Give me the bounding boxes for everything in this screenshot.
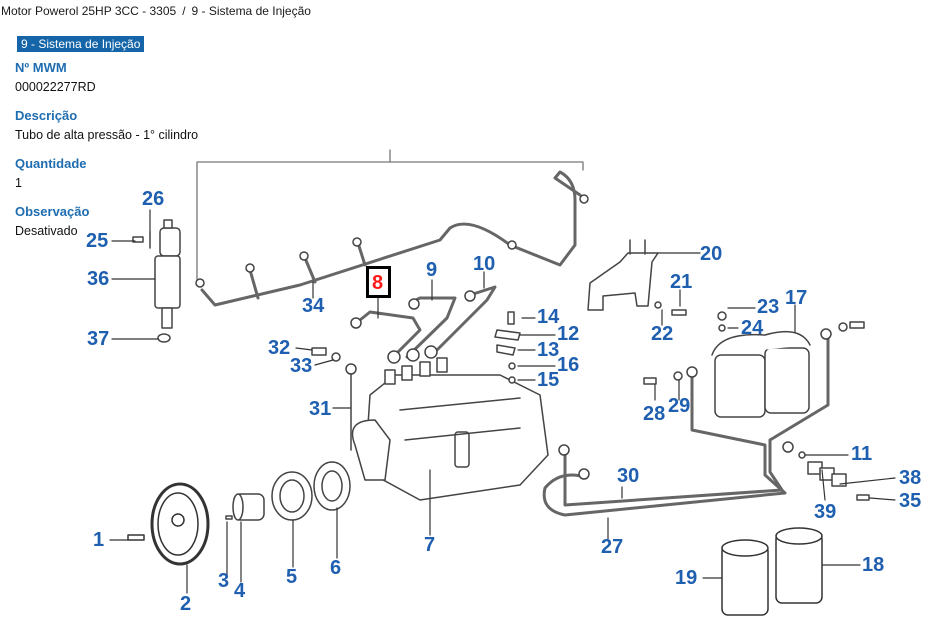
callout-38[interactable]: 38 bbox=[899, 467, 922, 489]
callout-1[interactable]: 1 bbox=[93, 529, 105, 551]
breadcrumb-separator: / bbox=[182, 4, 186, 18]
callout-39[interactable]: 39 bbox=[814, 501, 837, 523]
filter-element-19 bbox=[721, 539, 769, 616]
callout-25[interactable]: 25 bbox=[86, 230, 109, 252]
callout-24[interactable]: 24 bbox=[741, 317, 764, 339]
leader-lines bbox=[109, 209, 896, 594]
callout-20[interactable]: 20 bbox=[700, 243, 723, 265]
filter-element-18 bbox=[775, 527, 823, 604]
breadcrumb-item-section[interactable]: 9 - Sistema de Injeção bbox=[191, 4, 311, 18]
pipe-nut bbox=[195, 194, 589, 288]
part-number-label: Nº MWM bbox=[15, 60, 67, 75]
observation-value: Desativado bbox=[15, 224, 78, 238]
callout-22[interactable]: 22 bbox=[651, 323, 674, 345]
callout-3[interactable]: 3 bbox=[218, 570, 230, 592]
injector-36 bbox=[132, 219, 181, 343]
hub-4 bbox=[225, 493, 265, 521]
callout-6[interactable]: 6 bbox=[330, 557, 342, 579]
callout-27[interactable]: 27 bbox=[601, 536, 624, 558]
selected-part-highlight bbox=[366, 266, 391, 298]
callout-8[interactable]: 8 bbox=[372, 272, 384, 294]
callout-15[interactable]: 15 bbox=[537, 369, 560, 391]
return-pipe-34 bbox=[200, 170, 582, 307]
callout-18[interactable]: 18 bbox=[862, 554, 885, 576]
callout-26[interactable]: 26 bbox=[142, 188, 165, 210]
callout-13[interactable]: 13 bbox=[537, 339, 560, 361]
callout-32[interactable]: 32 bbox=[268, 337, 291, 359]
description-label: Descrição bbox=[15, 108, 78, 123]
callout-30[interactable]: 30 bbox=[617, 465, 640, 487]
quantity-value: 1 bbox=[15, 176, 22, 190]
timing-gear-2 bbox=[127, 482, 210, 566]
callout-29[interactable]: 29 bbox=[668, 395, 691, 417]
filter-assembly-17 bbox=[711, 330, 811, 418]
part-details-panel: Nº MWM 000022277RD Descrição Tubo de alt… bbox=[15, 60, 245, 239]
callout-11[interactable]: 11 bbox=[851, 443, 873, 465]
callout-12[interactable]: 12 bbox=[557, 323, 580, 345]
pipe-nuts-hp bbox=[350, 290, 476, 364]
quantity-label: Quantidade bbox=[15, 156, 87, 171]
callout-23[interactable]: 23 bbox=[757, 296, 780, 318]
fuel-pipes bbox=[542, 333, 830, 517]
callout-7[interactable]: 7 bbox=[424, 534, 436, 556]
callout-37[interactable]: 37 bbox=[87, 328, 110, 350]
flange-5 bbox=[271, 471, 313, 521]
callout-16[interactable]: 16 bbox=[557, 354, 580, 376]
small-hardware bbox=[311, 301, 870, 501]
section-tag: 9 - Sistema de Injeção bbox=[17, 36, 145, 52]
callout-10[interactable]: 10 bbox=[473, 253, 496, 275]
callout-5[interactable]: 5 bbox=[286, 566, 298, 588]
injection-pump-7 bbox=[351, 357, 549, 501]
callout-21[interactable]: 21 bbox=[670, 271, 693, 293]
callout-33[interactable]: 33 bbox=[290, 355, 313, 377]
callout-14[interactable]: 14 bbox=[537, 306, 560, 328]
pipe-group-bracket bbox=[196, 149, 584, 286]
observation-label: Observação bbox=[15, 204, 90, 219]
breadcrumb-item-engine[interactable]: Motor Powerol 25HP 3CC - 3305 bbox=[1, 4, 177, 18]
callout-19[interactable]: 19 bbox=[675, 567, 698, 589]
callout-31[interactable]: 31 bbox=[309, 398, 332, 420]
part-number-value: 000022277RD bbox=[15, 80, 96, 94]
callout-4[interactable]: 4 bbox=[234, 580, 246, 602]
callout-35[interactable]: 35 bbox=[899, 490, 922, 512]
pipe-fittings bbox=[345, 328, 832, 480]
callout-17[interactable]: 17 bbox=[785, 287, 808, 309]
bracket-20 bbox=[587, 239, 659, 311]
callout-36[interactable]: 36 bbox=[87, 268, 110, 290]
callout-2[interactable]: 2 bbox=[180, 593, 192, 615]
description-value: Tubo de alta pressão - 1° cilindro bbox=[15, 128, 199, 142]
seal-6 bbox=[313, 461, 351, 511]
callout-28[interactable]: 28 bbox=[643, 403, 666, 425]
callout-9[interactable]: 9 bbox=[426, 259, 438, 281]
breadcrumb: Motor Powerol 25HP 3CC - 3305 / 9 - Sistem… bbox=[1, 4, 311, 18]
callout-34[interactable]: 34 bbox=[302, 295, 325, 317]
